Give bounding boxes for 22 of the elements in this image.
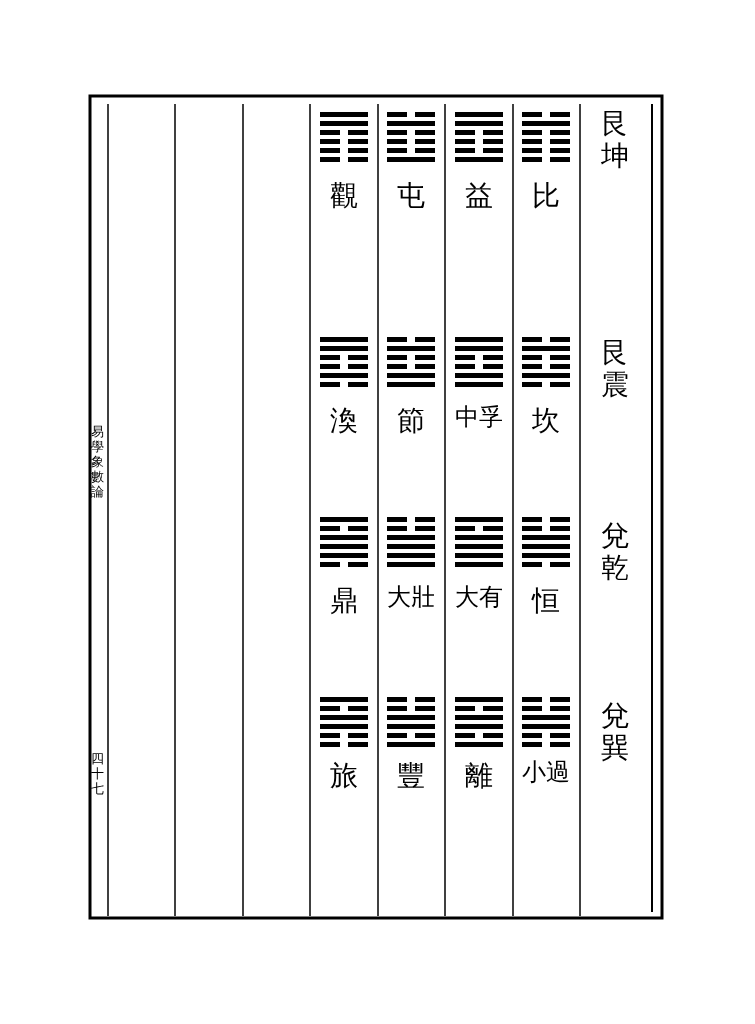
hexagram-name: 屯: [397, 180, 425, 213]
trigram-pair-heading: 兌乾: [601, 520, 629, 585]
trigram-pair-heading: 艮坤: [601, 108, 629, 173]
trigram-pair-heading: 艮震: [601, 337, 629, 402]
hexagram-name: 鼎: [330, 585, 358, 618]
hexagram-name: 旅: [330, 760, 358, 793]
hexagram-name: 坎: [532, 405, 560, 438]
trigram-pair-heading: 兌巽: [601, 700, 629, 765]
hexagram-name: 小過: [522, 760, 570, 784]
hexagram-name: 中孚: [455, 405, 503, 429]
hexagram-name: 大有: [455, 585, 503, 609]
page-number: 四十七: [91, 752, 104, 797]
hexagram-name: 觀: [330, 180, 358, 213]
hexagram-name: 節: [397, 405, 425, 438]
hexagram-name: 豐: [397, 760, 425, 793]
hexagram-name: 大壯: [387, 585, 435, 609]
book-title: 易學象數論: [91, 425, 104, 500]
hexagram-name: 渙: [330, 405, 358, 438]
hexagram-name: 恒: [532, 585, 560, 618]
hexagram-name: 比: [532, 180, 560, 213]
hexagram-name: 益: [465, 180, 493, 213]
hexagram-name: 離: [465, 760, 493, 793]
